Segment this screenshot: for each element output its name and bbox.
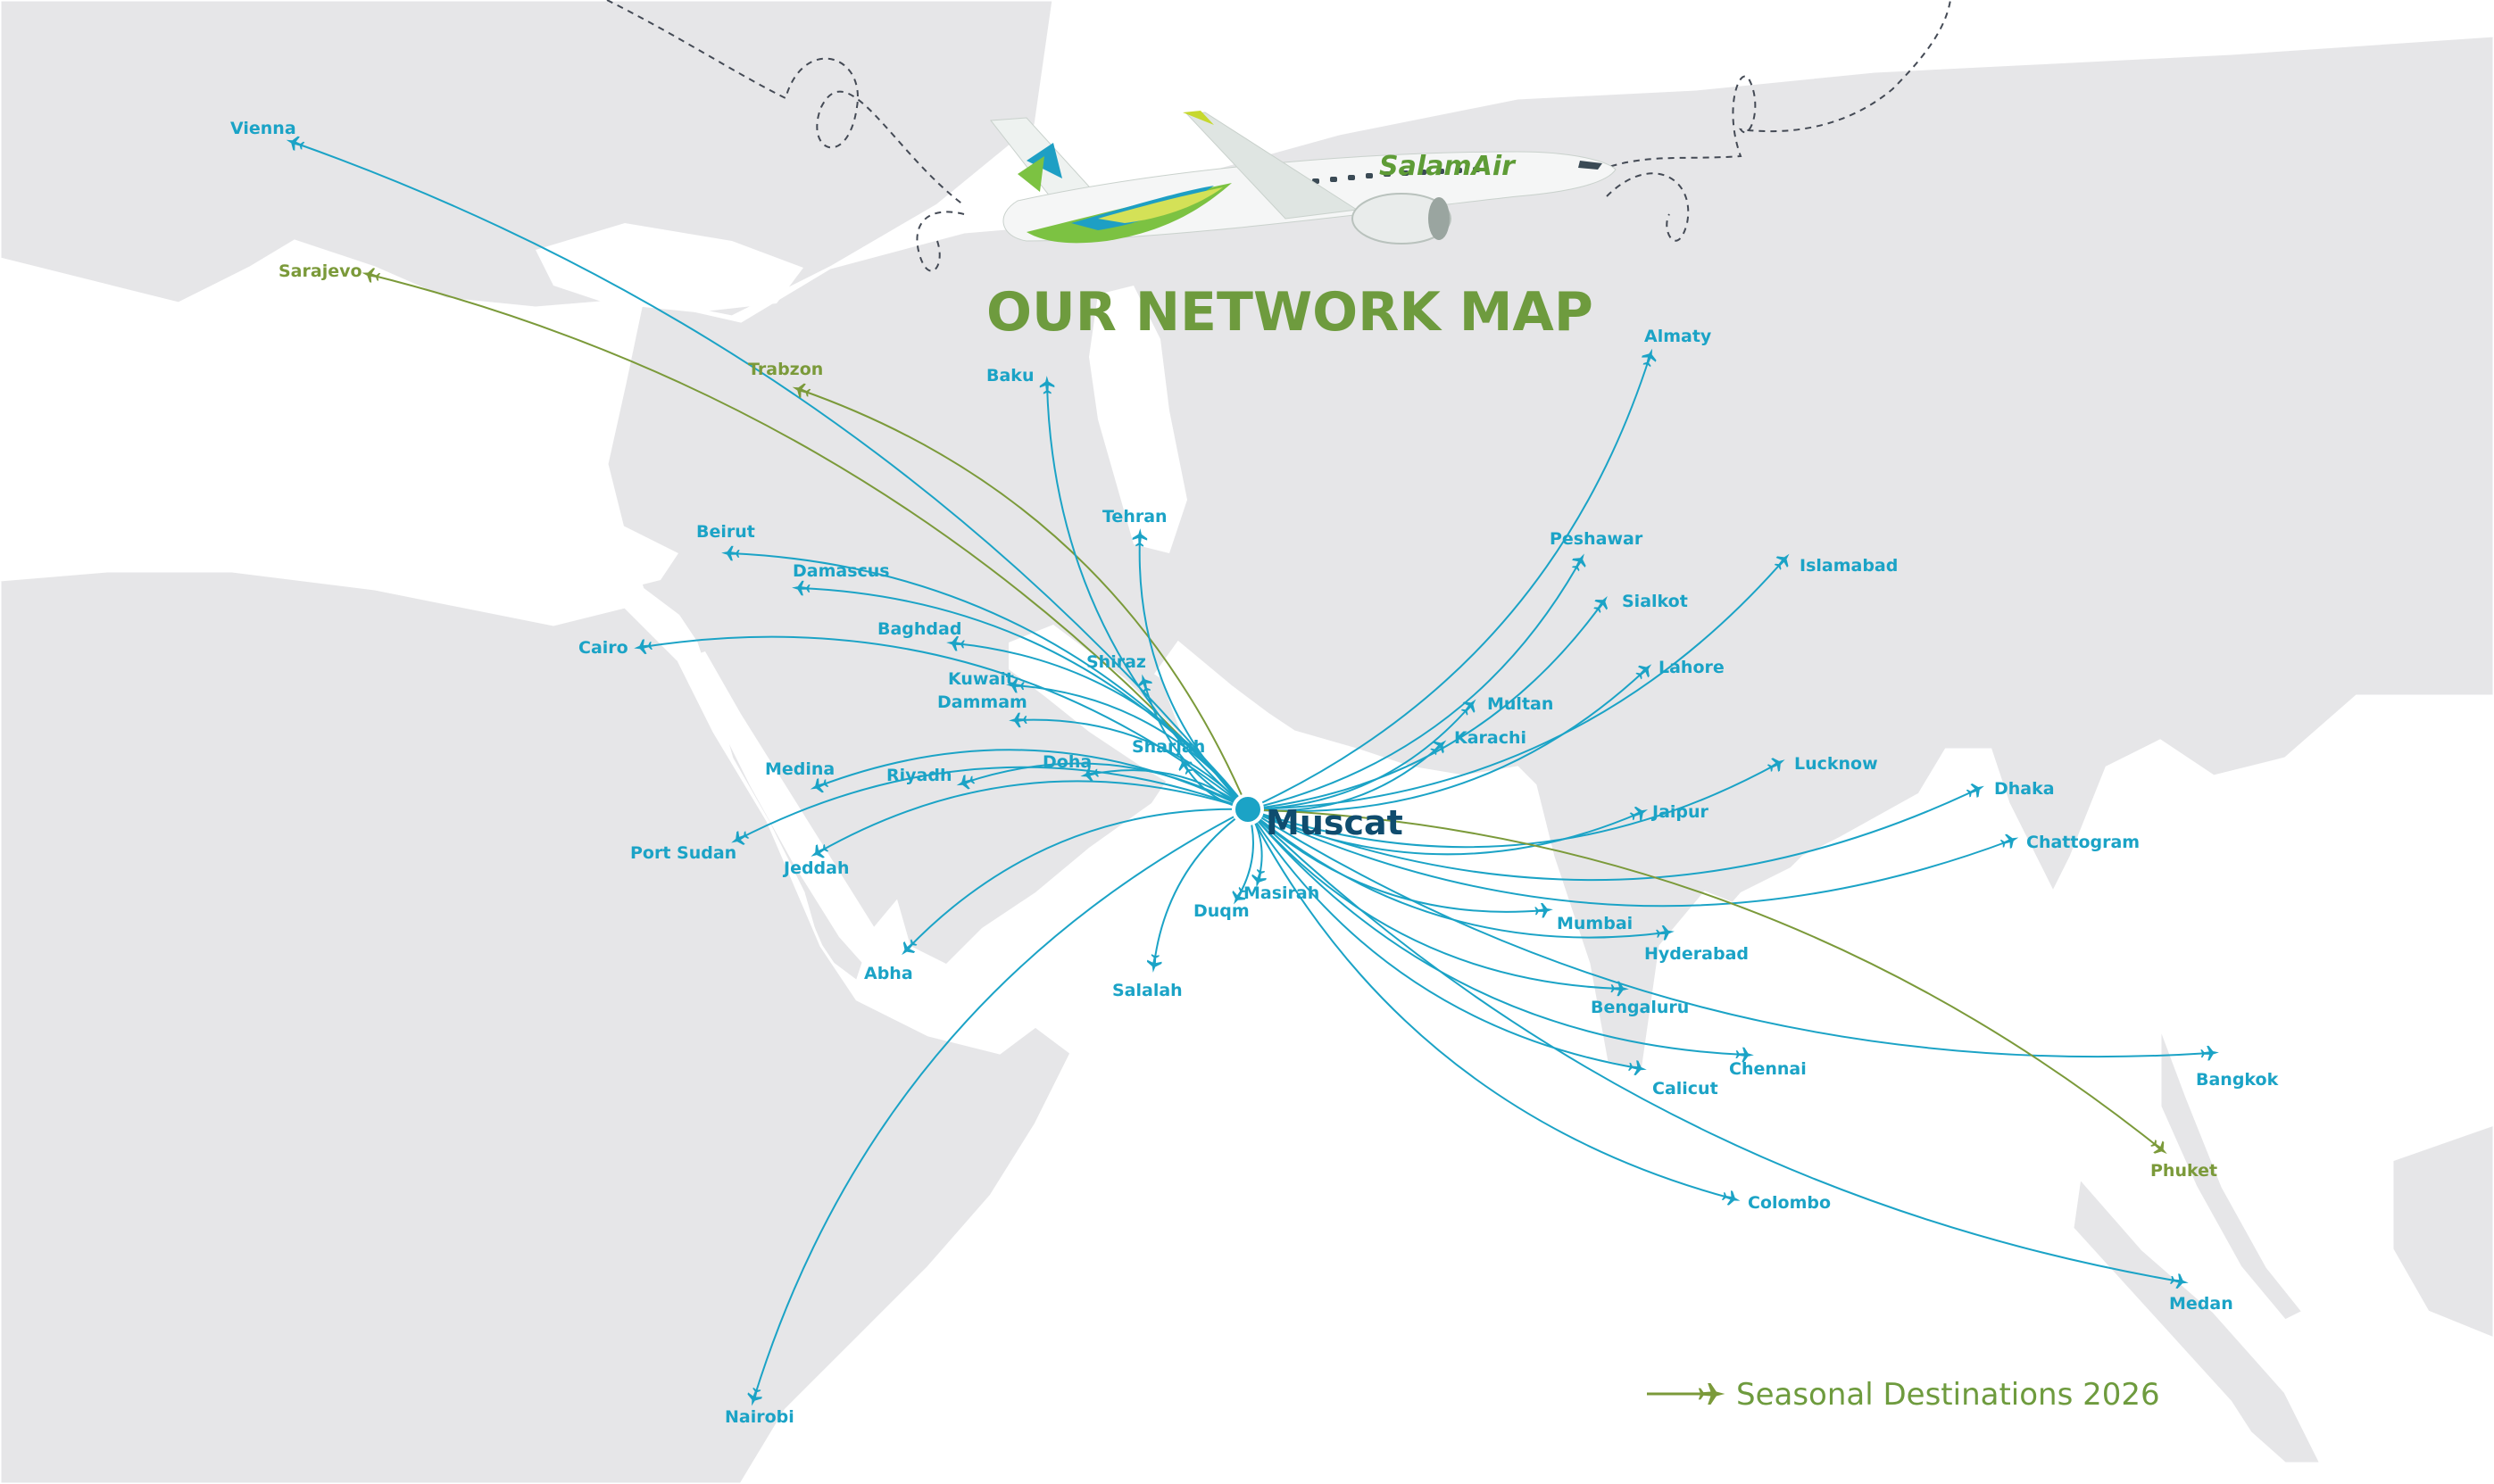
route-hyderabad <box>1247 808 1667 939</box>
route-dammam <box>1017 718 1249 810</box>
city-label-baghdad[interactable]: Baghdad <box>877 619 961 639</box>
city-label-masirah[interactable]: Masirah <box>1243 883 1319 903</box>
city-label-abha[interactable]: Abha <box>864 964 913 983</box>
page-title: OUR NETWORK MAP <box>986 281 1593 344</box>
city-label-hyderabad[interactable]: Hyderabad <box>1644 944 1749 964</box>
city-label-lahore[interactable]: Lahore <box>1659 658 1725 677</box>
city-label-phuket[interactable]: Phuket <box>2150 1161 2217 1181</box>
route-mumbai <box>1247 808 1545 913</box>
route-trabzon <box>800 389 1249 810</box>
city-label-jeddah[interactable]: Jeddah <box>782 858 850 878</box>
route-abha <box>907 808 1249 949</box>
route-phuket <box>1247 808 2161 1149</box>
route-dhaka <box>1247 789 1977 882</box>
city-label-dhaka[interactable]: Dhaka <box>1994 779 2055 799</box>
plane-icon-chattogram[interactable] <box>1999 830 2022 851</box>
city-label-beirut[interactable]: Beirut <box>696 522 755 542</box>
city-label-vienna[interactable]: Vienna <box>230 119 296 138</box>
city-label-kuwait[interactable]: Kuwait <box>948 669 1014 689</box>
legend: Seasonal Destinations 2026 <box>1647 1377 2160 1413</box>
city-label-medan[interactable]: Medan <box>2169 1294 2233 1314</box>
salamair-aircraft-illustration <box>990 111 1617 245</box>
city-label-tehran[interactable]: Tehran <box>1102 507 1168 526</box>
flight-trail <box>606 0 1951 272</box>
city-label-multan[interactable]: Multan <box>1487 694 1553 714</box>
route-port-sudan <box>738 766 1249 840</box>
city-label-lucknow[interactable]: Lucknow <box>1794 754 1878 774</box>
city-label-sarajevo[interactable]: Sarajevo <box>278 261 362 281</box>
route-sarajevo <box>370 274 1249 810</box>
route-bangkok <box>1247 808 2211 1058</box>
sea-layer <box>0 223 2285 1484</box>
city-label-port-sudan[interactable]: Port Sudan <box>630 843 736 863</box>
route-salalah <box>1153 808 1249 965</box>
route-multan <box>1247 705 1471 810</box>
city-label-jaipur[interactable]: Jaipur <box>1650 802 1709 822</box>
airline-brand-text: SalamAir <box>1379 151 1517 182</box>
city-label-chennai[interactable]: Chennai <box>1729 1059 1807 1079</box>
city-label-cairo[interactable]: Cairo <box>578 638 628 658</box>
route-riyadh <box>964 762 1249 810</box>
route-jaipur <box>1247 808 1641 856</box>
route-chennai <box>1247 808 1746 1056</box>
city-label-colombo[interactable]: Colombo <box>1748 1193 1831 1213</box>
city-label-riyadh[interactable]: Riyadh <box>886 766 952 785</box>
plane-icon-phuket[interactable] <box>2148 1137 2172 1160</box>
route-nairobi <box>753 808 1249 1398</box>
city-label-bangkok[interactable]: Bangkok <box>2196 1070 2279 1090</box>
city-label-karachi[interactable]: Karachi <box>1454 728 1526 748</box>
route-chattogram <box>1247 808 2011 908</box>
city-label-mumbai[interactable]: Mumbai <box>1557 914 1633 933</box>
route-baku <box>1046 384 1249 810</box>
route-colombo <box>1247 808 1733 1199</box>
plane-icon-dhaka[interactable] <box>1965 779 1988 800</box>
city-label-baku[interactable]: Baku <box>986 366 1034 386</box>
route-peshawar <box>1247 560 1581 810</box>
city-label-chattogram[interactable]: Chattogram <box>2026 833 2140 852</box>
city-label-sialkot[interactable]: Sialkot <box>1622 592 1688 611</box>
city-label-peshawar[interactable]: Peshawar <box>1550 529 1643 549</box>
city-label-duqm[interactable]: Duqm <box>1193 901 1250 921</box>
route-sialkot <box>1247 602 1603 810</box>
route-medan <box>1247 808 2181 1282</box>
route-damascus <box>800 587 1249 810</box>
city-label-medina[interactable]: Medina <box>765 759 835 779</box>
hub-label-muscat: Muscat <box>1266 803 1403 842</box>
route-vienna <box>294 142 1249 810</box>
route-calicut <box>1247 808 1639 1069</box>
route-layer <box>294 142 2211 1398</box>
city-label-bengaluru[interactable]: Bengaluru <box>1591 998 1689 1017</box>
city-label-almaty[interactable]: Almaty <box>1644 327 1712 346</box>
city-label-islamabad[interactable]: Islamabad <box>1800 556 1898 576</box>
city-label-salalah[interactable]: Salalah <box>1112 981 1183 1000</box>
route-lahore <box>1247 669 1646 812</box>
legend-seasonal-label: Seasonal Destinations 2026 <box>1736 1377 2160 1413</box>
route-kuwait <box>1014 684 1249 810</box>
city-label-calicut[interactable]: Calicut <box>1652 1079 1718 1098</box>
hub-marker-muscat[interactable] <box>1232 793 1264 825</box>
route-bengaluru <box>1247 808 1621 990</box>
route-cairo <box>642 635 1249 810</box>
city-label-damascus[interactable]: Damascus <box>793 561 890 581</box>
route-almaty <box>1247 356 1650 810</box>
city-label-trabzon[interactable]: Trabzon <box>748 360 823 379</box>
plane-icon-bangkok[interactable] <box>2200 1045 2220 1061</box>
city-label-doha[interactable]: Doha <box>1043 752 1092 772</box>
city-label-dammam[interactable]: Dammam <box>937 692 1027 712</box>
route-lucknow <box>1247 763 1778 849</box>
route-jeddah <box>818 780 1249 853</box>
city-label-nairobi[interactable]: Nairobi <box>725 1407 794 1427</box>
tail-logo-icon <box>1027 143 1062 178</box>
route-doha <box>1088 769 1249 810</box>
city-label-shiraz[interactable]: Shiraz <box>1086 652 1146 672</box>
route-baghdad <box>954 643 1249 810</box>
city-label-sharjah[interactable]: Sharjah <box>1132 737 1205 757</box>
